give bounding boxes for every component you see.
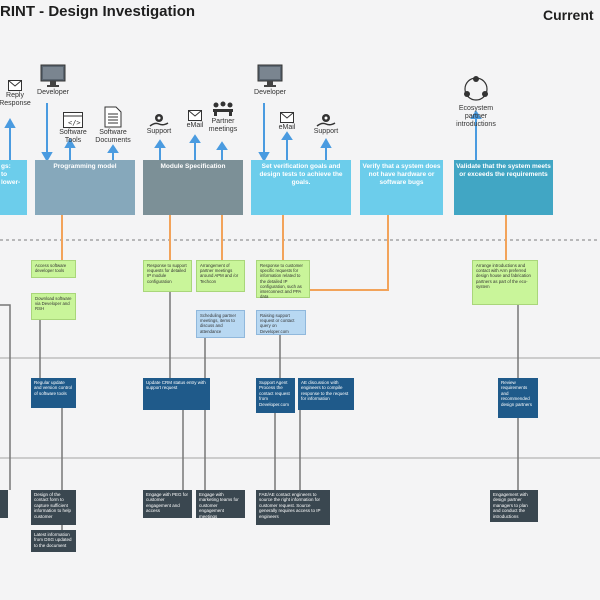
actor-reply-response: Reply Response <box>0 80 35 108</box>
actor-software-tools: </> Software Tools <box>55 112 91 145</box>
note-card: Arrangement of partner meetings around A… <box>196 260 245 292</box>
stage-verify-system: Verify that a system does not have hardw… <box>360 160 443 215</box>
support-card: Latest information from DSG updated to t… <box>31 530 76 552</box>
monitor-icon <box>257 64 283 87</box>
note-card: Access software developer tools <box>31 260 76 278</box>
support-card: Engagement with design partner managers … <box>490 490 538 522</box>
code-window-icon: </> <box>63 112 83 128</box>
actor-software-documents: Software Documents <box>93 106 133 145</box>
stage-programming-model: Programming model <box>35 160 135 215</box>
stage-box: gs: to lower- <box>0 160 27 215</box>
stage-module-specification: Module Specification <box>143 160 243 215</box>
actor-label: Support <box>313 128 339 135</box>
support-gear-icon <box>149 114 169 127</box>
note-card: Response to support requests for detaile… <box>143 260 192 292</box>
support-card: Engage with marketing teams for customer… <box>196 490 245 519</box>
actor-label: Developer <box>37 89 69 96</box>
actor-label: eMail <box>186 122 204 129</box>
actor-developer: Developer <box>32 64 74 97</box>
actor-label: Ecosystem partner introductions <box>456 105 496 128</box>
process-card: AE discussion with engineers to compile … <box>298 378 354 410</box>
meeting-people-icon <box>213 101 233 116</box>
support-card: Design of the contact form to capture su… <box>31 490 76 525</box>
actor-label: Partner meetings <box>208 118 238 133</box>
actor-partner-meetings: Partner meetings <box>204 101 242 134</box>
actor-developer: Developer <box>249 64 291 97</box>
page-title: RINT - Design Investigation <box>0 3 196 20</box>
svg-text:</>: </> <box>68 119 81 127</box>
envelope-icon <box>188 110 202 121</box>
note-card: Raising support request or contact query… <box>256 310 306 335</box>
process-card: Review requirements and recommended desi… <box>498 378 538 418</box>
actor-email: eMail <box>180 110 210 130</box>
monitor-icon <box>40 64 66 87</box>
current-state-label: Current <box>543 7 594 23</box>
actor-label: Developer <box>254 89 286 96</box>
note-card: Arrange introductions and contact with A… <box>472 260 538 305</box>
stage-validate-system: Validate that the system meets or exceed… <box>454 160 553 215</box>
support-gear-icon <box>316 114 336 127</box>
stage-verification-goals: Set verification goals and design tests … <box>251 160 351 215</box>
actor-ecosystem: Ecosystem partner introductions <box>448 74 504 129</box>
support-card <box>0 490 8 518</box>
actor-label: Support <box>146 128 172 135</box>
actor-label: Software Tools <box>59 129 87 144</box>
envelope-icon <box>8 80 22 91</box>
actor-label: eMail <box>278 124 296 131</box>
document-icon <box>104 106 122 128</box>
note-card: Response to customer specific requests f… <box>256 260 310 299</box>
process-card: Support Agent Process the contact reques… <box>256 378 295 413</box>
envelope-icon <box>280 112 294 123</box>
note-card: Download software via Developer and RSH <box>31 293 76 320</box>
support-card: Engage with PEG for customer engagement … <box>143 490 192 518</box>
note-card: Scheduling partner meetings, items to di… <box>196 310 245 338</box>
actor-support: Support <box>142 113 176 136</box>
actor-label: Software Documents <box>95 129 131 144</box>
support-card: FAE/AE contact engineers to source the r… <box>256 490 330 525</box>
process-card: Regular update and version control of so… <box>31 378 76 408</box>
process-card: Update CRM status entry with support req… <box>143 378 210 410</box>
actor-label: Reply Response <box>0 92 31 107</box>
actor-email: eMail <box>272 112 302 132</box>
actor-support: Support <box>309 113 343 136</box>
ecosystem-network-icon <box>464 76 488 101</box>
